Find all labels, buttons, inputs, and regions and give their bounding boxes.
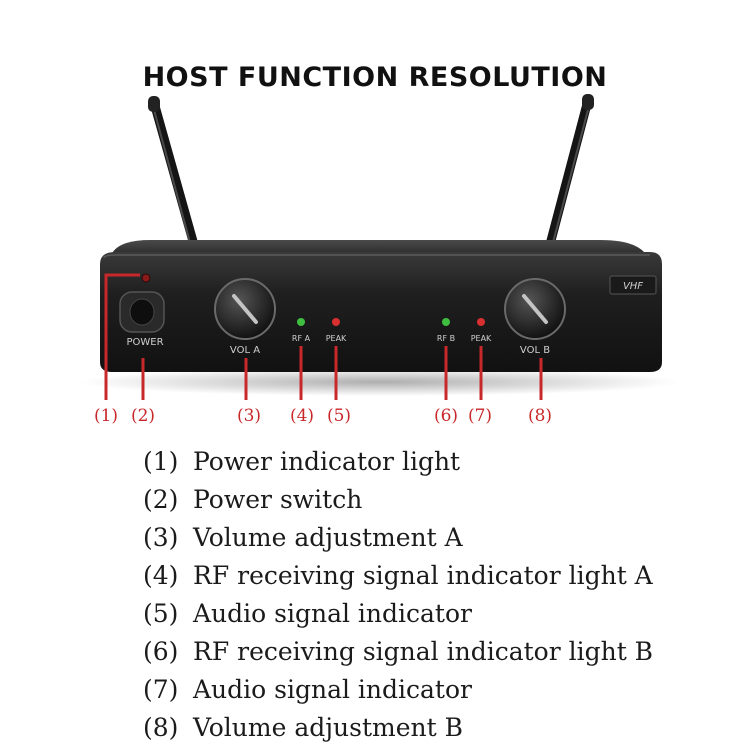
power-label: POWER: [126, 337, 163, 348]
vol-a-label: VOL A: [230, 345, 260, 356]
legend-text: Power switch: [193, 485, 363, 514]
legend-number: (5): [143, 599, 179, 628]
rf-b-led: [442, 318, 450, 326]
callout-label-1: (1): [93, 406, 119, 426]
receiver-illustration: POWER VOL A RF A PEAK RF B PEAK VOL B VH…: [80, 94, 680, 400]
rf-b-label: RF B: [437, 334, 455, 343]
legend-item: (1) Power indicator light: [143, 444, 653, 482]
peak-a-led: [332, 318, 340, 326]
callout-label-7: (7): [467, 406, 493, 426]
volume-knob-b[interactable]: [504, 278, 566, 340]
legend-text: Power indicator light: [193, 447, 461, 476]
legend-item: (4) RF receiving signal indicator light A: [143, 558, 653, 596]
power-led: [141, 273, 151, 283]
volume-knob-a[interactable]: [214, 278, 276, 340]
power-switch[interactable]: [119, 291, 165, 333]
legend-number: (6): [143, 637, 179, 666]
peak-a-label: PEAK: [326, 334, 347, 343]
legend-text: Volume adjustment B: [193, 713, 463, 742]
callout-label-4: (4): [289, 406, 315, 426]
legend-item: (6) RF receiving signal indicator light B: [143, 634, 653, 672]
callout-lines: [104, 273, 543, 400]
rf-a-led: [297, 318, 305, 326]
legend-item: (7) Audio signal indicator: [143, 672, 653, 710]
legend-text: RF receiving signal indicator light A: [193, 561, 653, 590]
rf-a-label: RF A: [292, 334, 311, 343]
callout-label-5: (5): [326, 406, 352, 426]
legend-item: (2) Power switch: [143, 482, 653, 520]
legend-number: (1): [143, 447, 179, 476]
antenna-right: [543, 94, 594, 257]
legend-item: (5) Audio signal indicator: [143, 596, 653, 634]
legend-item: (8) Volume adjustment B: [143, 710, 653, 748]
vhf-badge: VHF: [609, 275, 657, 295]
legend-number: (7): [143, 675, 179, 704]
vol-b-label: VOL B: [520, 345, 550, 356]
legend-text: Audio signal indicator: [193, 675, 472, 704]
legend-number: (8): [143, 713, 179, 742]
function-legend: (1) Power indicator light (2) Power switch…: [143, 444, 653, 748]
callout-label-6: (6): [433, 406, 459, 426]
legend-text: RF receiving signal indicator light B: [193, 637, 654, 666]
legend-number: (4): [143, 561, 179, 590]
peak-b-label: PEAK: [471, 334, 492, 343]
callout-line-1: [104, 273, 140, 400]
page-title: HOST FUNCTION RESOLUTION: [142, 62, 608, 93]
callout-label-2: (2): [130, 406, 156, 426]
legend-text: Volume adjustment A: [193, 523, 463, 552]
legend-number: (3): [143, 523, 179, 552]
legend-number: (2): [143, 485, 179, 514]
antenna-left: [148, 96, 201, 257]
peak-b-led: [477, 318, 485, 326]
legend-text: Audio signal indicator: [193, 599, 472, 628]
callout-label-8: (8): [527, 406, 553, 426]
legend-item: (3) Volume adjustment A: [143, 520, 653, 558]
callout-label-3: (3): [236, 406, 262, 426]
svg-text:VHF: VHF: [623, 281, 643, 292]
receiver-body: [100, 252, 662, 372]
